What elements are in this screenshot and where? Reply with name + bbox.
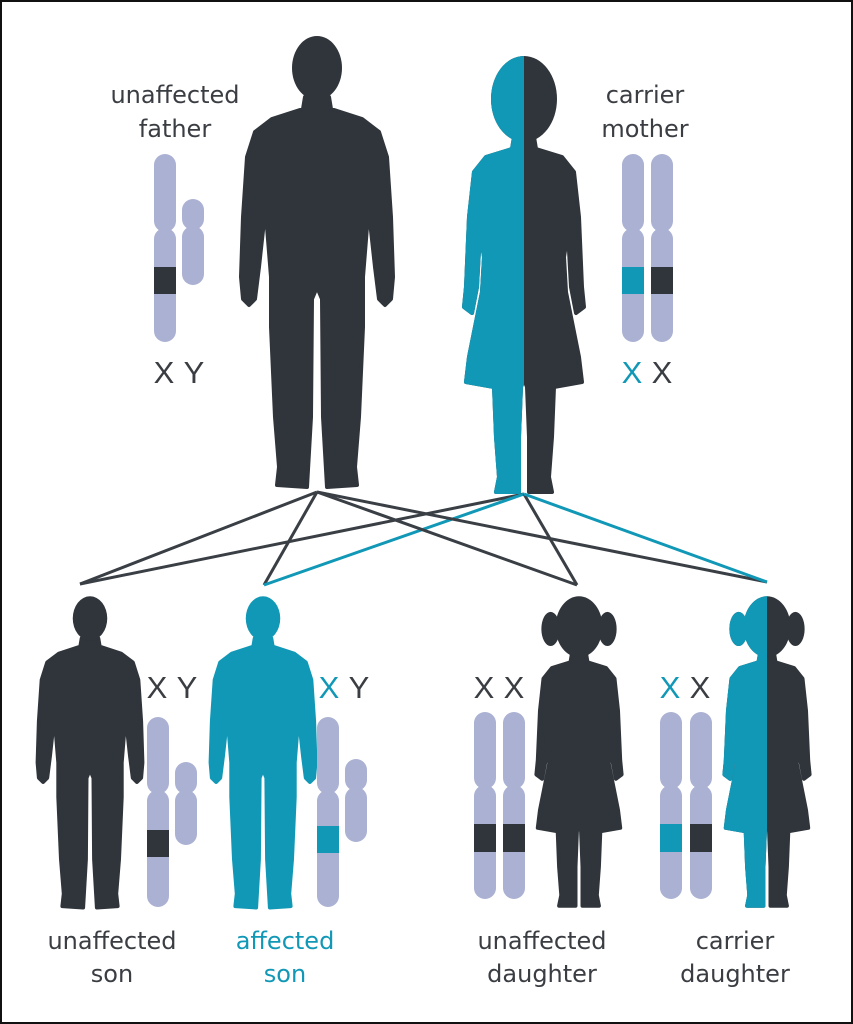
son1-label-line2: son <box>91 960 133 988</box>
son1-chrom-x-label: X <box>147 670 168 705</box>
carrier-daughter-silhouette-left-half <box>722 596 767 908</box>
daughter1-x1-chromosome-gene-band <box>474 824 496 852</box>
daughter2-x2-chromosome-arm-upper <box>690 712 712 789</box>
daughter2-label-line2: daughter <box>680 960 790 988</box>
father-to-child-line <box>316 490 768 584</box>
father-label-line1: unaffected <box>110 81 239 109</box>
unaffected-daughter-silhouette-pigtail-right <box>598 611 617 646</box>
father-y-chromosome <box>182 199 204 285</box>
daughter1-x2-chromosome-gene-band <box>503 824 525 852</box>
son1-y-chromosome <box>175 762 197 845</box>
father-label-line2: father <box>139 115 212 143</box>
affected-son-silhouette <box>208 596 318 910</box>
father-to-child-line <box>262 491 319 586</box>
mother-silhouette <box>462 56 586 494</box>
daughter1-x2-chromosome <box>503 712 525 899</box>
father-x-chromosome-gene-band <box>154 267 176 294</box>
unaffected-daughter-silhouette-head-hair <box>555 596 603 658</box>
chromosomes <box>147 154 712 907</box>
mother-silhouette-left-half <box>462 56 524 494</box>
mother-to-child-line <box>523 492 768 584</box>
son1-chrom-y-label: Y <box>177 670 198 705</box>
daughter2-x2-chromosome <box>690 712 712 899</box>
mother-label-line2: mother <box>601 115 688 143</box>
daughter2-x1-chromosome-gene-band <box>660 824 682 852</box>
son1-y-chromosome-arm-lower <box>175 790 197 845</box>
mother-x2-chromosome-arm-upper <box>651 154 673 232</box>
father-chrom-y-label: Y <box>184 355 205 390</box>
carrier-daughter-silhouette-head-hair <box>743 596 767 658</box>
father-y-chromosome-arm-lower <box>182 226 204 285</box>
carrier-daughter-silhouette-pigtail-left <box>729 611 748 646</box>
daughter2-label-line1: carrier <box>696 927 775 955</box>
mother-to-child-line <box>263 492 525 587</box>
daughter2-x1-chromosome <box>660 712 682 899</box>
mother-label-line1: carrier <box>606 81 685 109</box>
daughter1-x2-chromosome-arm-upper <box>503 712 525 789</box>
inheritance-lines <box>79 490 768 587</box>
mother-silhouette-body <box>462 135 524 494</box>
mother-to-child-line <box>79 492 525 586</box>
father-to-child-line <box>316 490 578 587</box>
mother-x2-chromosome <box>651 154 673 342</box>
mother-x2-chromosome-gene-band <box>651 267 673 294</box>
daughter1-label-line1: unaffected <box>477 927 606 955</box>
mother-x1-chromosome <box>622 154 644 342</box>
son2-x-chromosome-arm-upper <box>317 717 339 794</box>
father-to-child-line <box>79 490 318 586</box>
father-chrom-x-label: X <box>154 355 175 390</box>
son1-x-chromosome <box>147 717 169 907</box>
mother-x1-chromosome-gene-band <box>622 267 644 294</box>
daughter2-chrom-x2-label: X <box>690 670 711 705</box>
daughter2-chrom-x1-label: X <box>660 670 681 705</box>
carrier-daughter-silhouette-body <box>722 651 767 908</box>
son2-chrom-x-label: X <box>319 670 340 705</box>
daughter1-x1-chromosome <box>474 712 496 899</box>
son1-y-chromosome-arm-upper <box>175 762 197 794</box>
unaffected-daughter-silhouette-body <box>534 651 624 908</box>
son1-label-line1: unaffected <box>47 927 176 955</box>
carrier-daughter-silhouette-pigtail-right <box>786 611 805 646</box>
daughter1-label-line2: daughter <box>487 960 597 988</box>
mother-silhouette-head-hair <box>491 56 524 142</box>
father-silhouette-head <box>292 36 342 100</box>
son2-x-chromosome <box>317 717 339 907</box>
daughter2-x1-chromosome-arm-upper <box>660 712 682 789</box>
daughter2-x2-chromosome-gene-band <box>690 824 712 852</box>
son2-x-chromosome-gene-band <box>317 826 339 853</box>
unaffected-daughter-silhouette <box>534 596 624 908</box>
carrier-daughter-silhouette <box>722 596 812 908</box>
son2-label-line1: affected <box>236 927 335 955</box>
son2-label-line2: son <box>264 960 306 988</box>
figures <box>35 36 812 910</box>
father-silhouette-body <box>239 95 395 489</box>
daughter1-chrom-x1-label: X <box>474 670 495 705</box>
father-x-chromosome <box>154 154 176 342</box>
mother-chrom-x1-label: X <box>622 355 643 390</box>
son1-x-chromosome-arm-upper <box>147 717 169 794</box>
father-silhouette <box>239 36 395 489</box>
unaffected-son-silhouette <box>35 596 145 910</box>
unaffected-son-silhouette-head <box>72 596 108 641</box>
son2-y-chromosome-arm-lower <box>345 787 367 842</box>
daughter1-x1-chromosome-arm-upper <box>474 712 496 789</box>
affected-son-silhouette-head <box>245 596 281 641</box>
unaffected-daughter-silhouette-pigtail-left <box>541 611 560 646</box>
son2-y-chromosome-arm-upper <box>345 759 367 791</box>
daughter1-chrom-x2-label: X <box>504 670 525 705</box>
son1-x-chromosome-gene-band <box>147 830 169 857</box>
affected-son-silhouette-body <box>208 636 318 910</box>
unaffected-son-silhouette-body <box>35 636 145 910</box>
mother-chrom-x2-label: X <box>652 355 673 390</box>
father-y-chromosome-arm-upper <box>182 199 204 230</box>
father-x-chromosome-arm-upper <box>154 154 176 232</box>
son2-chrom-y-label: Y <box>349 670 370 705</box>
son2-y-chromosome <box>345 759 367 842</box>
mother-x1-chromosome-arm-upper <box>622 154 644 232</box>
